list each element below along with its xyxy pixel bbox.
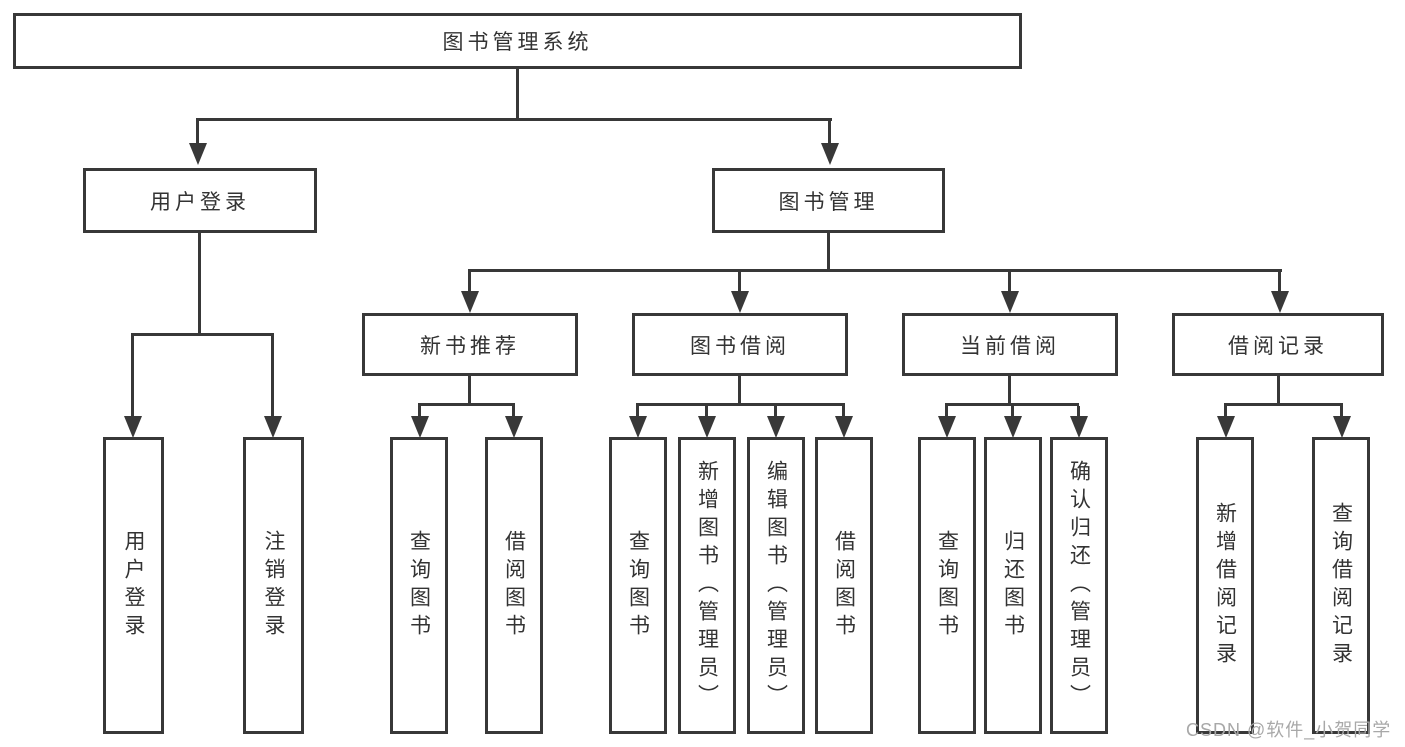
arrow-down-icon xyxy=(731,291,749,313)
connector-book-mgmt-bar xyxy=(468,269,1282,272)
connector-nbr-bar xyxy=(418,403,515,406)
arrow-down-icon xyxy=(189,143,207,165)
arrow-down-icon xyxy=(629,416,647,438)
node-current-borrowing: 当前借阅 xyxy=(902,313,1118,376)
arrow-down-icon xyxy=(698,416,716,438)
connector-root-stem xyxy=(516,69,519,120)
connector-user-login-left-stem xyxy=(131,336,134,418)
connector-root-bar xyxy=(196,118,832,121)
arrow-down-icon xyxy=(124,416,142,438)
arrow-down-icon xyxy=(1070,416,1088,438)
connector-book-mgmt-stem xyxy=(827,233,830,271)
connector-cb-bar xyxy=(945,403,1079,406)
arrow-down-icon xyxy=(1271,291,1289,313)
leaf-logout: 注销登录 xyxy=(243,437,304,734)
arrow-down-icon xyxy=(505,416,523,438)
connector-br-bar xyxy=(1224,403,1343,406)
arrow-down-icon xyxy=(1217,416,1235,438)
connector-cb-stem-3 xyxy=(1077,406,1080,418)
connector-user-login-bar xyxy=(131,333,274,336)
connector-bb-bar xyxy=(636,403,845,406)
arrow-down-icon xyxy=(938,416,956,438)
node-user-login: 用户登录 xyxy=(83,168,317,233)
leaf-bb-query-books: 查询图书 xyxy=(609,437,667,734)
arrow-down-icon xyxy=(1001,291,1019,313)
arrow-down-icon xyxy=(1333,416,1351,438)
arrow-down-icon xyxy=(461,291,479,313)
arrow-down-icon xyxy=(1004,416,1022,438)
connector-user-login-right-stem xyxy=(271,336,274,418)
connector-br-stem-2 xyxy=(1340,406,1343,418)
connector-br-stem xyxy=(1277,375,1280,406)
leaf-nbr-query-books: 查询图书 xyxy=(390,437,448,734)
connector-bb-stem xyxy=(738,375,741,406)
leaf-nbr-borrow-books: 借阅图书 xyxy=(485,437,543,734)
leaf-user-login: 用户登录 xyxy=(103,437,164,734)
connector-book-mgmt-stem-3 xyxy=(1008,272,1011,292)
node-book-borrowing: 图书借阅 xyxy=(632,313,848,376)
leaf-bb-edit-books-admin: 编辑图书（管理员） xyxy=(747,437,805,734)
connector-cb-stem xyxy=(1008,375,1011,406)
node-book-management: 图书管理 xyxy=(712,168,945,233)
connector-bb-stem-1 xyxy=(636,406,639,418)
arrow-down-icon xyxy=(411,416,429,438)
leaf-cb-return-books: 归还图书 xyxy=(984,437,1042,734)
connector-root-right-stem xyxy=(828,121,831,145)
connector-nbr-stem-2 xyxy=(512,406,515,418)
connector-root-left-stem xyxy=(196,121,199,145)
connector-cb-stem-2 xyxy=(1011,406,1014,418)
connector-br-stem-1 xyxy=(1224,406,1227,418)
connector-book-mgmt-stem-2 xyxy=(738,272,741,292)
connector-nbr-stem-1 xyxy=(418,406,421,418)
leaf-bb-add-books-admin: 新增图书（管理员） xyxy=(678,437,736,734)
connector-book-mgmt-stem-1 xyxy=(468,272,471,292)
leaf-cb-query-books: 查询图书 xyxy=(918,437,976,734)
connector-cb-stem-1 xyxy=(945,406,948,418)
arrow-down-icon xyxy=(835,416,853,438)
node-library-management-system: 图书管理系统 xyxy=(13,13,1022,69)
leaf-br-add-record: 新增借阅记录 xyxy=(1196,437,1254,734)
csdn-watermark: CSDN @软件_小贺同学 xyxy=(1186,720,1392,740)
arrow-down-icon xyxy=(767,416,785,438)
leaf-cb-confirm-return-admin: 确认归还（管理员） xyxy=(1050,437,1108,734)
connector-nbr-stem xyxy=(468,375,471,406)
leaf-bb-borrow-books: 借阅图书 xyxy=(815,437,873,734)
connector-user-login-stem xyxy=(198,233,201,335)
connector-book-mgmt-stem-4 xyxy=(1278,272,1281,292)
connector-bb-stem-4 xyxy=(842,406,845,418)
node-borrowing-records: 借阅记录 xyxy=(1172,313,1384,376)
leaf-br-query-record: 查询借阅记录 xyxy=(1312,437,1370,734)
arrow-down-icon xyxy=(264,416,282,438)
connector-bb-stem-2 xyxy=(705,406,708,418)
arrow-down-icon xyxy=(821,143,839,165)
node-new-book-recommendation: 新书推荐 xyxy=(362,313,578,376)
connector-bb-stem-3 xyxy=(774,406,777,418)
